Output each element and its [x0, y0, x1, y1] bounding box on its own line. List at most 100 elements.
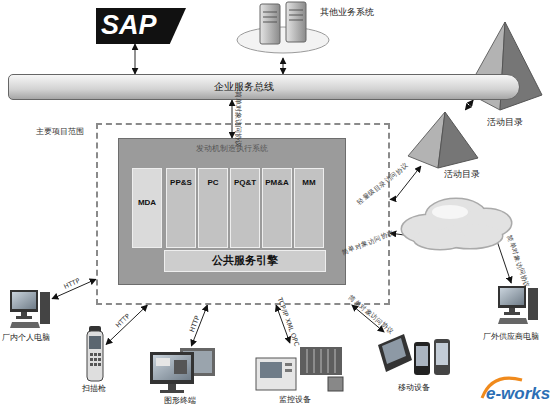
connector [135, 44, 136, 74]
node-label: 扫描枪 [82, 385, 106, 394]
cloud-shape [402, 199, 511, 249]
scanner-icon [90, 358, 93, 361]
mobile-icon [382, 338, 406, 364]
cloud-shape [402, 199, 511, 249]
device-node: 厂内个人电脑 [6, 286, 52, 332]
server-icon [237, 27, 329, 53]
mobile-icon [378, 334, 412, 372]
pc-icon [498, 286, 526, 308]
terminal-icon [160, 390, 184, 393]
logo-box: SAP [96, 8, 186, 44]
pc-icon [12, 292, 36, 309]
cloud-shape [402, 199, 511, 249]
mobile-icon [414, 342, 430, 375]
mobile-icon [436, 343, 448, 365]
pc-icon [16, 316, 32, 319]
node-label: PM&A [263, 179, 291, 188]
monitor-device-icon [307, 349, 308, 373]
monitor-device-icon [256, 358, 296, 390]
module-box: PM&A [262, 168, 292, 248]
scanner-icon [94, 358, 97, 361]
monitor-device-icon [285, 369, 292, 372]
device-node: 移动设备 [376, 332, 452, 382]
cloud-shape [414, 229, 466, 249]
scanner-icon [94, 353, 97, 356]
node-label: SAP [101, 10, 157, 41]
engine-box: 公共服务引擎 [164, 250, 326, 272]
server-icon [263, 12, 277, 13]
pc-icon [10, 290, 38, 312]
scope-boundary: 主要项目范围发动机制造执行系统MDAPP&SPCPQ&TPM&AMM公共服务引擎 [96, 123, 390, 305]
monitor-device-icon [321, 349, 322, 373]
module-box: PP&S [166, 168, 196, 248]
service-bus: 企业服务总线 [8, 74, 520, 100]
node-label: 厂外供应商电脑 [483, 333, 539, 342]
server-icon [289, 20, 303, 21]
monitor-device-icon [328, 349, 329, 373]
pyramid-icon [438, 112, 478, 168]
module-box: MM [294, 168, 324, 248]
connector [352, 305, 384, 332]
scanner-icon [90, 363, 93, 366]
watermark-swoosh [482, 378, 522, 398]
connector [283, 58, 284, 74]
monitor-device-icon [335, 349, 336, 373]
node-label: 移动设备 [398, 384, 430, 393]
server-icon [263, 17, 277, 18]
edge-label: HTTP [115, 313, 132, 329]
connector [390, 166, 421, 199]
pc-icon [498, 318, 528, 324]
module-box: MDA [132, 168, 162, 248]
connector [276, 305, 290, 343]
edge-label: HTTP [189, 315, 201, 333]
connector [106, 305, 147, 345]
server-icon [237, 2, 329, 53]
node-label: 其他业务系统 [320, 8, 374, 18]
connector [465, 100, 473, 110]
pc-icon [528, 288, 538, 320]
pc-icon [40, 292, 50, 324]
node-label: PP&S [167, 179, 195, 188]
cloud-shape [414, 229, 466, 249]
device-node: 厂外供应商电脑 [495, 283, 543, 329]
terminal-icon [153, 355, 191, 380]
server-icon [260, 4, 280, 44]
edge-label: 简单对象访问协议 [348, 294, 395, 335]
server-group: 其他业务系统 [240, 0, 400, 58]
server-icon [289, 10, 303, 11]
directory-pyramid: 活动目录 [466, 20, 544, 100]
mobile-icon [434, 339, 450, 375]
scanner-icon [98, 363, 101, 366]
scanner-icon [98, 358, 101, 361]
terminal-icon [174, 360, 187, 374]
terminal-icon [150, 352, 194, 384]
scanner-icon [94, 363, 97, 366]
node-label: PC [199, 179, 227, 188]
node-label: 公共服务引擎 [165, 255, 325, 267]
pc-icon [10, 322, 40, 328]
cloud-shape [432, 205, 468, 219]
node-label: PQ&T [231, 179, 259, 188]
pc-icon [504, 312, 520, 315]
node-label: 监控设备 [279, 396, 311, 405]
scanner-icon [98, 353, 101, 356]
device-node: 扫描枪 [84, 326, 106, 384]
monitor-device-icon [256, 347, 343, 391]
terminal-icon [156, 358, 170, 366]
node-label: MDA [133, 199, 161, 208]
pc-icon [10, 290, 50, 328]
pc-icon [21, 312, 27, 316]
module-box: PC [198, 168, 228, 248]
edge-label: 轻量级目录访问协议 [356, 162, 410, 206]
protocol-label: 简单对象访问协议 [506, 234, 530, 289]
mobile-icon [378, 334, 450, 375]
monitor-device-icon [260, 362, 282, 378]
monitor-device-icon [285, 363, 292, 366]
connector [191, 305, 207, 346]
node-label: MM [295, 179, 323, 188]
node-label: 活动目录 [466, 118, 544, 128]
device-node: 监控设备 [253, 343, 345, 393]
pc-icon [498, 286, 538, 324]
